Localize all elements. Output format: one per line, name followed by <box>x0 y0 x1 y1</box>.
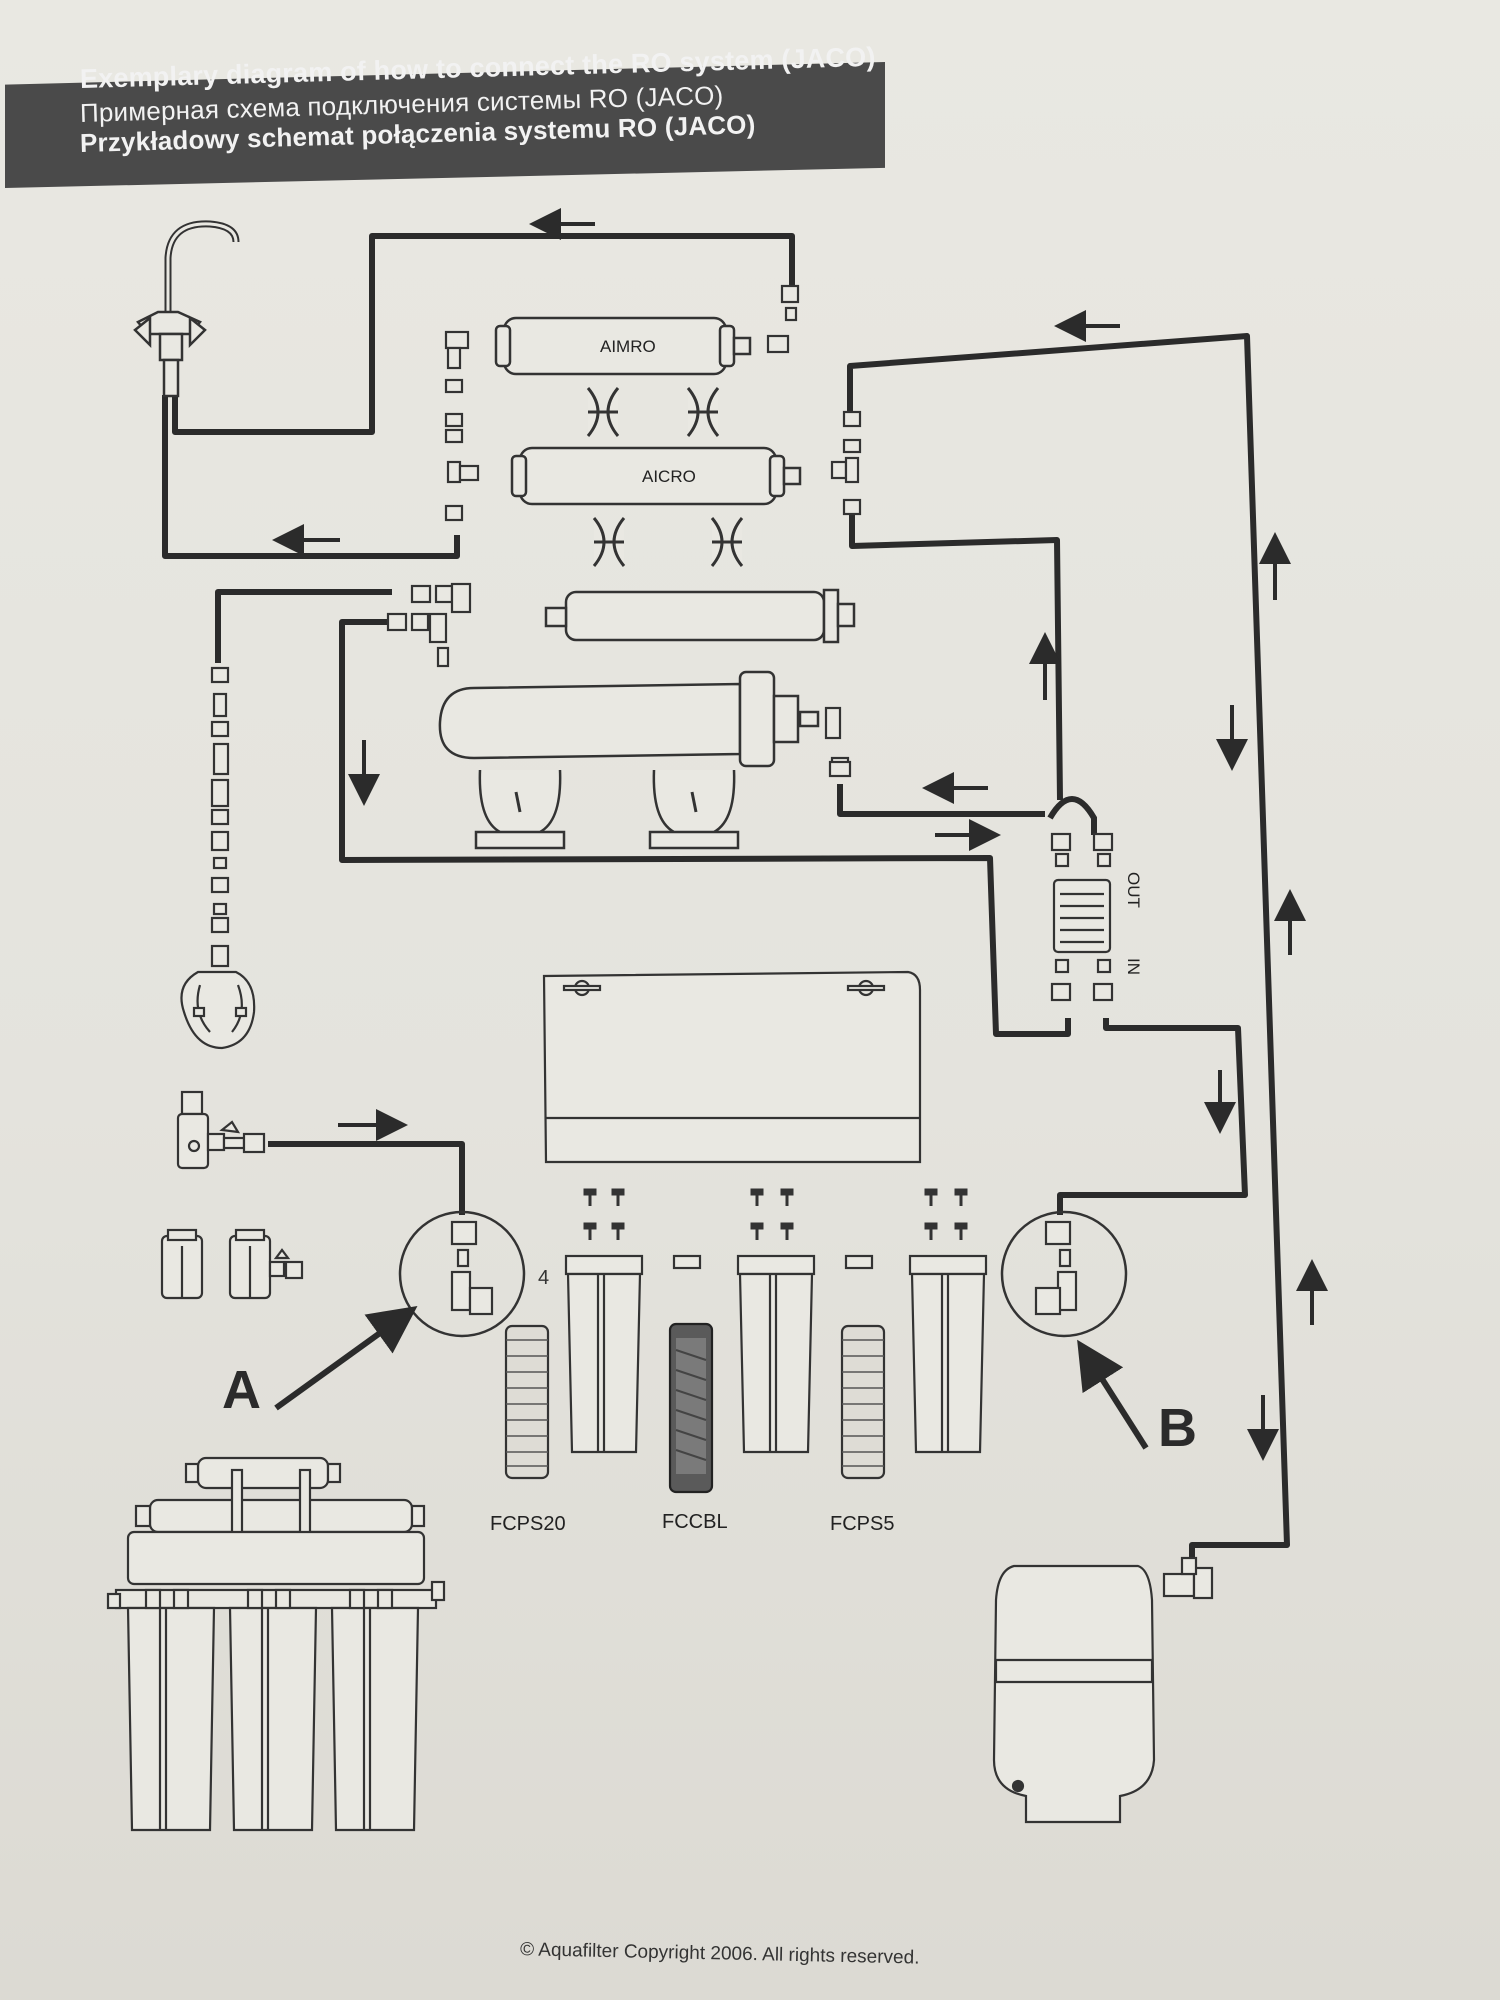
stage-count-label: 4 <box>538 1267 549 1289</box>
callout-a-label: A <box>222 1360 261 1420</box>
filter-cartridges <box>504 1322 886 1494</box>
screw-icon <box>750 1188 764 1240</box>
tube-faucet-aicro <box>162 395 460 559</box>
fcps5-label: FCPS5 <box>830 1513 894 1535</box>
fcps5-cartridge <box>840 1324 886 1480</box>
fccbl-cartridge <box>668 1322 714 1494</box>
clip-icon <box>586 387 620 437</box>
callout-a: A <box>222 1210 526 1420</box>
cartridge-clips <box>586 387 744 567</box>
filter-housing <box>736 1254 816 1454</box>
restrictor-out-label: OUT <box>1124 872 1143 908</box>
fittings <box>386 284 862 778</box>
tube-membrane-inlet <box>339 619 1071 1037</box>
housing-brackets <box>474 769 740 850</box>
aimro-label: AIMRO <box>600 337 656 356</box>
tube-aicro-restrictor <box>849 500 1063 801</box>
faucet-icon <box>133 220 240 398</box>
screw-icon <box>583 1188 597 1240</box>
storage-tank-icon <box>992 1556 1214 1824</box>
saddle-clamp-icon <box>180 970 256 1050</box>
mounting-bracket <box>542 970 922 1164</box>
filter-housing <box>564 1254 644 1454</box>
tube-faucet-aimro <box>172 233 795 435</box>
membrane-housing <box>438 670 820 768</box>
tube-restrictor-b <box>1057 1018 1248 1215</box>
screw-icon <box>780 1188 794 1240</box>
tubing-lines <box>162 233 1290 1572</box>
aicro-cartridge <box>510 446 802 506</box>
screw-icon <box>954 1188 968 1240</box>
restrictor-in-label: IN <box>1124 958 1143 975</box>
tube-membrane-restrictor <box>837 784 1045 817</box>
screw-icon <box>611 1188 625 1240</box>
tube-drain-saddle <box>215 589 392 663</box>
tube-feed-a <box>268 1141 465 1215</box>
flow-restrictor <box>1050 832 1114 1002</box>
drain-saddle <box>180 666 256 1050</box>
clip-icon <box>686 387 720 437</box>
ro-membrane <box>544 588 856 644</box>
clip-icon <box>710 517 744 567</box>
screws <box>583 1188 968 1240</box>
fcps20-label: FCPS20 <box>490 1513 566 1535</box>
callout-b: B <box>1000 1210 1197 1458</box>
screw-icon <box>924 1188 938 1240</box>
restrictor-hump <box>1047 796 1097 835</box>
tube-tank <box>847 333 1290 1572</box>
title-banner <box>5 62 885 188</box>
clip-icon <box>592 517 626 567</box>
aimro-cartridge <box>494 316 752 376</box>
feed-valve-icon <box>176 1090 266 1170</box>
callout-b-label: B <box>1158 1398 1197 1458</box>
filter-housings <box>564 1254 988 1454</box>
aicro-label: AICRO <box>642 467 696 486</box>
assembled-system-icon <box>106 1456 446 1832</box>
fccbl-label: FCCBL <box>662 1511 728 1533</box>
fcps20-cartridge <box>504 1324 550 1480</box>
flow-arrows <box>272 208 1328 1461</box>
spare-fittings <box>160 1228 304 1300</box>
filter-housing <box>908 1254 988 1454</box>
